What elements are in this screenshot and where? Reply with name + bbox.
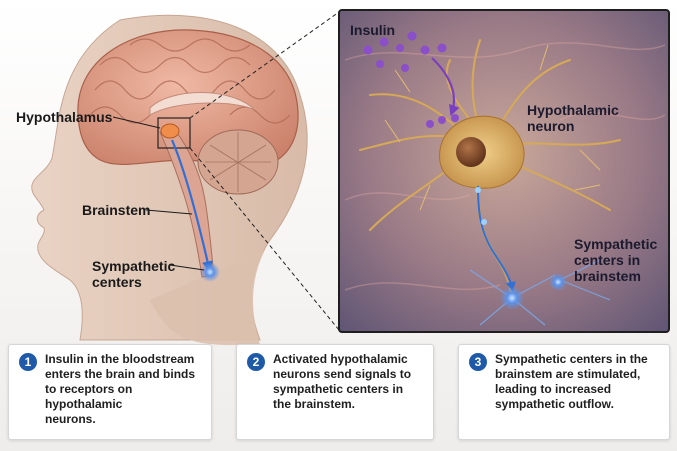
leader-sympathetic	[169, 264, 205, 271]
axon-spark-2	[481, 219, 487, 225]
step-badge-3: 3	[469, 353, 487, 371]
label-brainstem: Brainstem	[82, 202, 151, 218]
neuron-fine-dendrites	[384, 44, 601, 211]
step-text-1: Insulin in the bloodstream enters the br…	[45, 352, 196, 426]
hypothalamus-marker	[160, 123, 180, 139]
brainstem-neuron-2	[549, 273, 567, 291]
step-card-3: 3 Sympathetic centers in the brainstem a…	[458, 344, 670, 440]
neuron-nucleus	[456, 137, 486, 167]
leader-brainstem	[145, 209, 193, 215]
step-text-2: Activated hypothalamic neurons send sign…	[273, 352, 412, 411]
brain-signal-arrow	[170, 139, 213, 273]
axon-signal-arrow	[477, 185, 516, 292]
axon-spark-1	[475, 187, 481, 193]
step-card-1: 1 Insulin in the bloodstream enters the …	[8, 344, 212, 440]
inset-label-insulin: Insulin	[350, 22, 396, 38]
zoom-box	[157, 117, 191, 149]
inset-label-hypothalamic-neuron: Hypothalamic neuron	[527, 102, 619, 134]
connector-top	[189, 11, 340, 119]
insulin-molecules	[363, 31, 459, 128]
leader-hypothalamus	[112, 116, 161, 129]
insulin-arrow	[431, 57, 460, 117]
label-hypothalamus: Hypothalamus	[16, 109, 113, 125]
inset-tissue	[344, 42, 666, 291]
neck	[150, 250, 265, 345]
inset-label-sympathetic-brainstem: Sympathetic centers in brainstem	[574, 236, 658, 284]
sympathetic-glow	[200, 262, 220, 282]
step-badge-2: 2	[247, 353, 265, 371]
step-card-2: 2 Activated hypothalamic neurons send si…	[236, 344, 434, 440]
cerebellum-folia	[205, 132, 271, 192]
label-sympathetic-centers: Sympathetic centers	[92, 258, 176, 290]
corpus-callosum	[149, 92, 256, 116]
step-badge-1: 1	[19, 353, 37, 371]
step-text-3: Sympathetic centers in the brainstem are…	[495, 352, 648, 411]
brainstem-neuron-1	[500, 286, 524, 310]
brain-gyri	[89, 38, 291, 124]
connector-bottom	[189, 147, 340, 331]
